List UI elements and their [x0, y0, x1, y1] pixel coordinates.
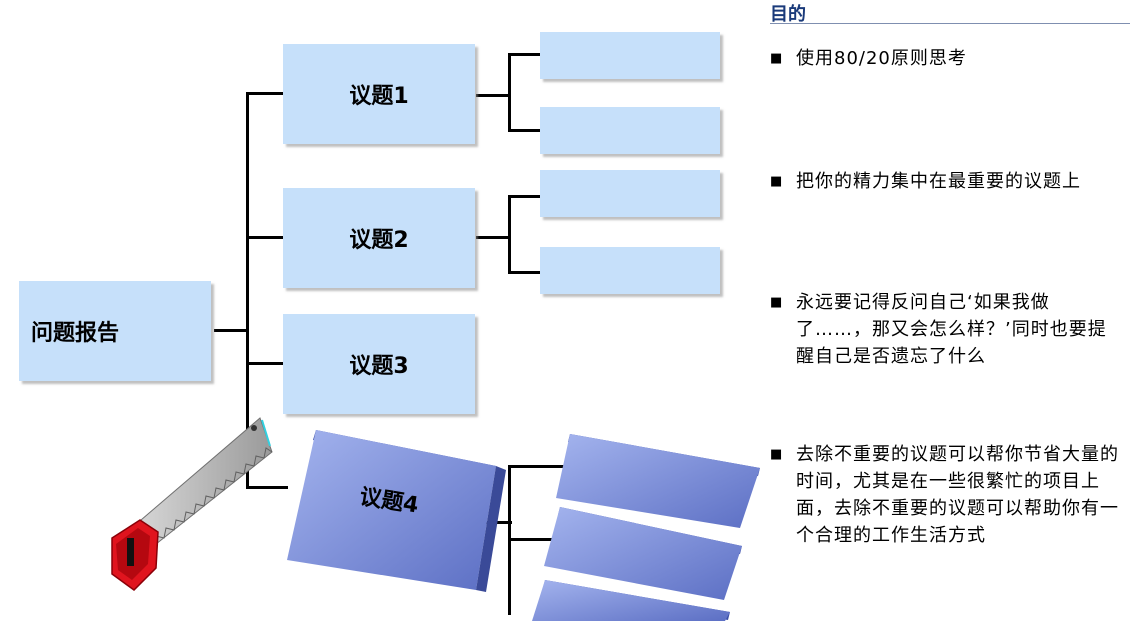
bullet-text-3: 永远要记得反问自己‘如果我做了……，那又会怎么样？’同时也要提醒自己是否遗忘了什… — [796, 292, 1107, 367]
issue-label-1: 议题1 — [349, 84, 409, 109]
sub-branch-2a — [508, 195, 542, 198]
trunk-line — [246, 92, 249, 489]
sub-trunk-2 — [508, 195, 511, 274]
branch-line-3 — [246, 362, 284, 365]
bullet-square-icon: ■ — [770, 51, 784, 66]
sub-box-1a — [540, 32, 720, 79]
issue-box-1: 议题1 — [283, 44, 475, 144]
branch-line-2 — [246, 236, 284, 239]
cut-branch-graphic: 议题4 — [111, 417, 760, 621]
issue-box-4 — [287, 430, 506, 592]
sub-box-2a — [540, 170, 720, 217]
heading-divider — [770, 23, 1130, 24]
issue-label-3: 议题3 — [349, 354, 409, 379]
bullet-text-4: 去除不重要的议题可以帮你节省大量的时间，尤其是在一些很繁忙的项目上面，去除不重要… — [796, 444, 1119, 546]
sub-branch-1b — [508, 129, 542, 132]
bullet-square-icon: ■ — [770, 174, 784, 189]
sub-box-1b — [540, 107, 720, 154]
bullet-item-3: ■ 永远要记得反问自己‘如果我做了……，那又会怎么样？’同时也要提醒自己是否遗忘… — [770, 289, 1125, 370]
branch-line-4 — [246, 486, 288, 489]
sub-connector-1 — [476, 94, 510, 97]
bullet-item-2: ■ 把你的精力集中在最重要的议题上 — [770, 168, 1125, 195]
bullet-square-icon: ■ — [770, 295, 784, 310]
cut-sub-box-2 — [544, 507, 742, 600]
cut-sub-box-1 — [556, 434, 760, 528]
root-box: 问题报告 — [19, 281, 211, 381]
sub-branch-2b — [508, 271, 542, 274]
sub-connector-2 — [476, 236, 510, 239]
sub-trunk-1 — [508, 53, 511, 132]
issue-box-3: 议题3 — [283, 314, 475, 414]
saw-icon — [111, 417, 273, 591]
sub-box-2b — [540, 247, 720, 294]
issue-label-2: 议题2 — [349, 228, 409, 253]
branch-line-1 — [246, 92, 284, 95]
root-connector — [214, 329, 248, 332]
bullet-text-2: 把你的精力集中在最重要的议题上 — [796, 171, 1081, 192]
cut-sub-box-3 — [532, 580, 730, 621]
root-label: 问题报告 — [31, 321, 120, 346]
issue-box-2: 议题2 — [283, 188, 475, 288]
bullet-square-icon: ■ — [770, 447, 784, 462]
sub-branch-1a — [508, 53, 542, 56]
purpose-heading: 目的 — [770, 4, 806, 25]
bullet-item-1: ■ 使用80/20原则思考 — [770, 45, 1125, 72]
bullet-text-1: 使用80/20原则思考 — [796, 48, 967, 69]
bullet-item-4: ■ 去除不重要的议题可以帮你节省大量的时间，尤其是在一些很繁忙的项目上面，去除不… — [770, 441, 1125, 549]
